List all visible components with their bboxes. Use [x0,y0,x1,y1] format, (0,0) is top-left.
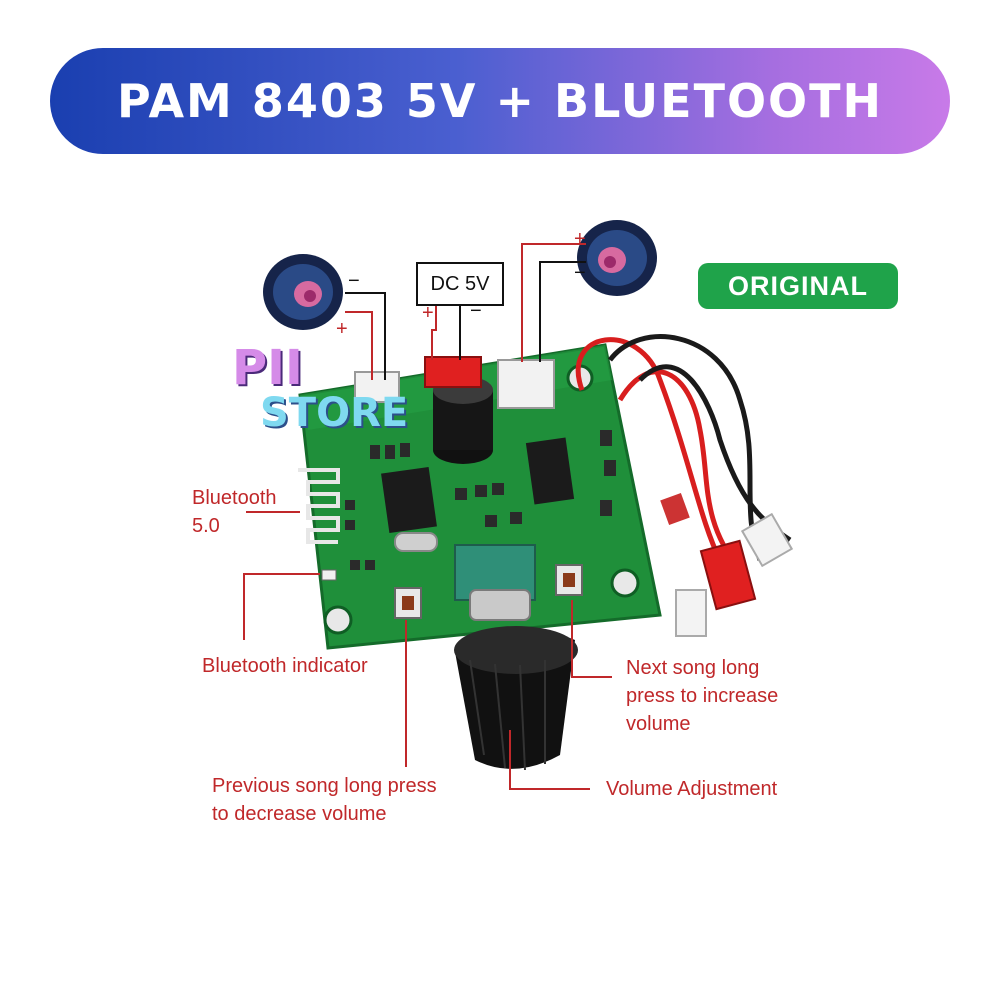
speaker-left-minus-sign: − [348,270,360,292]
watermark-line1: PII [232,340,303,396]
speaker-right-plus-sign: + [574,228,586,250]
watermark-line2: STORE [260,390,409,436]
speaker-left-plus-sign: + [336,318,348,340]
wire-black [608,334,763,561]
dc-power-label: DC 5V [416,262,504,306]
bluetooth-indicator-label: Bluetooth indicator [202,655,368,677]
power-plus-sign: + [422,302,434,324]
power-minus-sign: − [470,300,482,322]
banner-title: PAM 8403 5V + BLUETOOTH [116,74,884,128]
previous-song-label: Previous song long press to decrease vol… [212,775,437,825]
power-connector [424,356,482,388]
wire-connector [699,539,757,611]
speaker-right-minus-sign: − [574,262,586,284]
store-watermark: PII STORE [232,340,408,436]
speaker-connector-left [354,371,400,403]
volume-adjustment-label: Volume Adjustment [606,778,778,800]
wire-red [575,337,723,562]
mount-hole [610,568,640,598]
bluetooth-chip [381,466,437,534]
original-badge: ORIGINAL [698,263,898,309]
antenna-trace [298,468,340,544]
title-banner: PAM 8403 5V + BLUETOOTH [50,48,950,154]
amplifier-chip [525,437,575,505]
wire-connector [740,512,794,568]
speaker-right-icon [577,220,657,296]
next-song-label: Next song long press to increase volume [626,657,779,735]
bluetooth-label: Bluetooth 5.0 [192,487,277,537]
speaker-left-icon [263,254,343,330]
mount-hole [323,605,353,635]
crystal [394,532,438,552]
bluetooth-led [321,569,337,581]
wire-connector [675,589,707,637]
speaker-connector-right [497,359,555,409]
